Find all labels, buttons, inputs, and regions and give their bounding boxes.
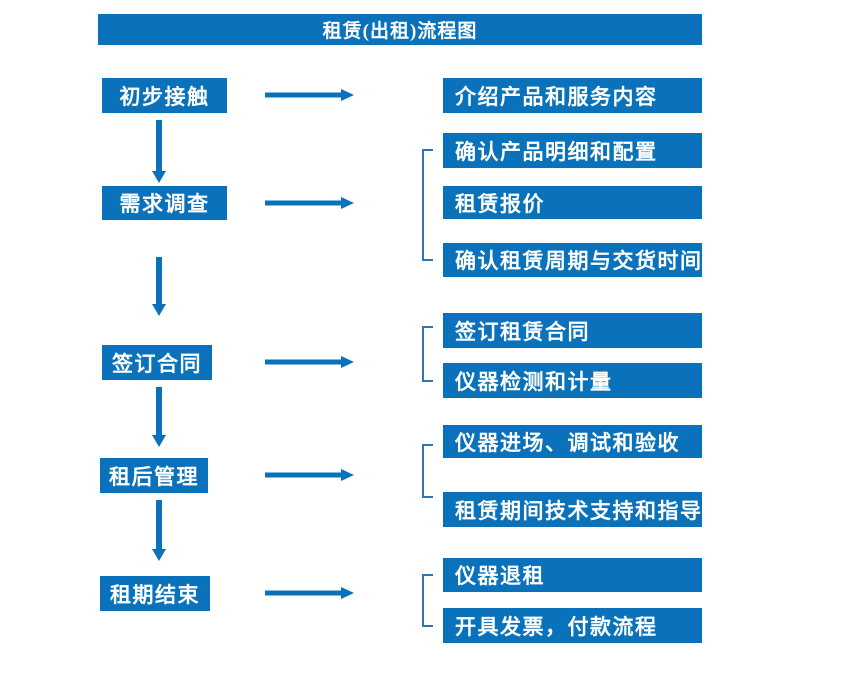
- arrow-right-initial-contact: [265, 89, 354, 101]
- detail-box-sign-rental-contract: 签订租赁合同: [443, 313, 702, 348]
- arrow-right-post-rental: [265, 469, 354, 481]
- detail-box-confirm-period-delivery: 确认租赁周期与交货时间: [443, 243, 702, 277]
- arrow-right-sign-contract: [265, 356, 354, 368]
- stage-box-rental-end: 租期结束: [100, 576, 210, 611]
- detail-box-rental-quote: 租赁报价: [443, 186, 702, 219]
- arrow-down-4: [152, 500, 166, 561]
- arrow-down-2: [152, 257, 166, 316]
- bracket-post-rental-group: [422, 444, 433, 498]
- detail-box-introduce-products: 介绍产品和服务内容: [443, 78, 702, 113]
- stage-box-post-rental-management: 租后管理: [100, 458, 208, 493]
- bracket-rental-end-group: [422, 574, 433, 627]
- detail-box-instrument-inspection: 仪器检测和计量: [443, 363, 702, 398]
- stage-box-sign-contract: 签订合同: [102, 345, 212, 380]
- stage-box-demand-survey: 需求调查: [102, 186, 227, 220]
- detail-box-instrument-setup: 仪器进场、调试和验收: [443, 425, 702, 458]
- arrow-down-1: [152, 120, 166, 183]
- stage-box-initial-contact: 初步接触: [102, 78, 227, 113]
- bracket-demand-survey-group: [422, 149, 433, 261]
- detail-box-instrument-return: 仪器退租: [443, 558, 702, 592]
- detail-box-invoice-payment: 开具发票，付款流程: [443, 608, 702, 643]
- arrow-right-demand-survey: [265, 197, 354, 209]
- detail-box-technical-support: 租赁期间技术支持和指导: [443, 492, 702, 527]
- arrow-right-rental-end: [265, 587, 354, 599]
- detail-box-confirm-product-config: 确认产品明细和配置: [443, 133, 702, 168]
- diagram-title: 租赁(出租)流程图: [98, 14, 702, 45]
- bracket-sign-contract-group: [422, 326, 433, 382]
- arrow-down-3: [152, 387, 166, 447]
